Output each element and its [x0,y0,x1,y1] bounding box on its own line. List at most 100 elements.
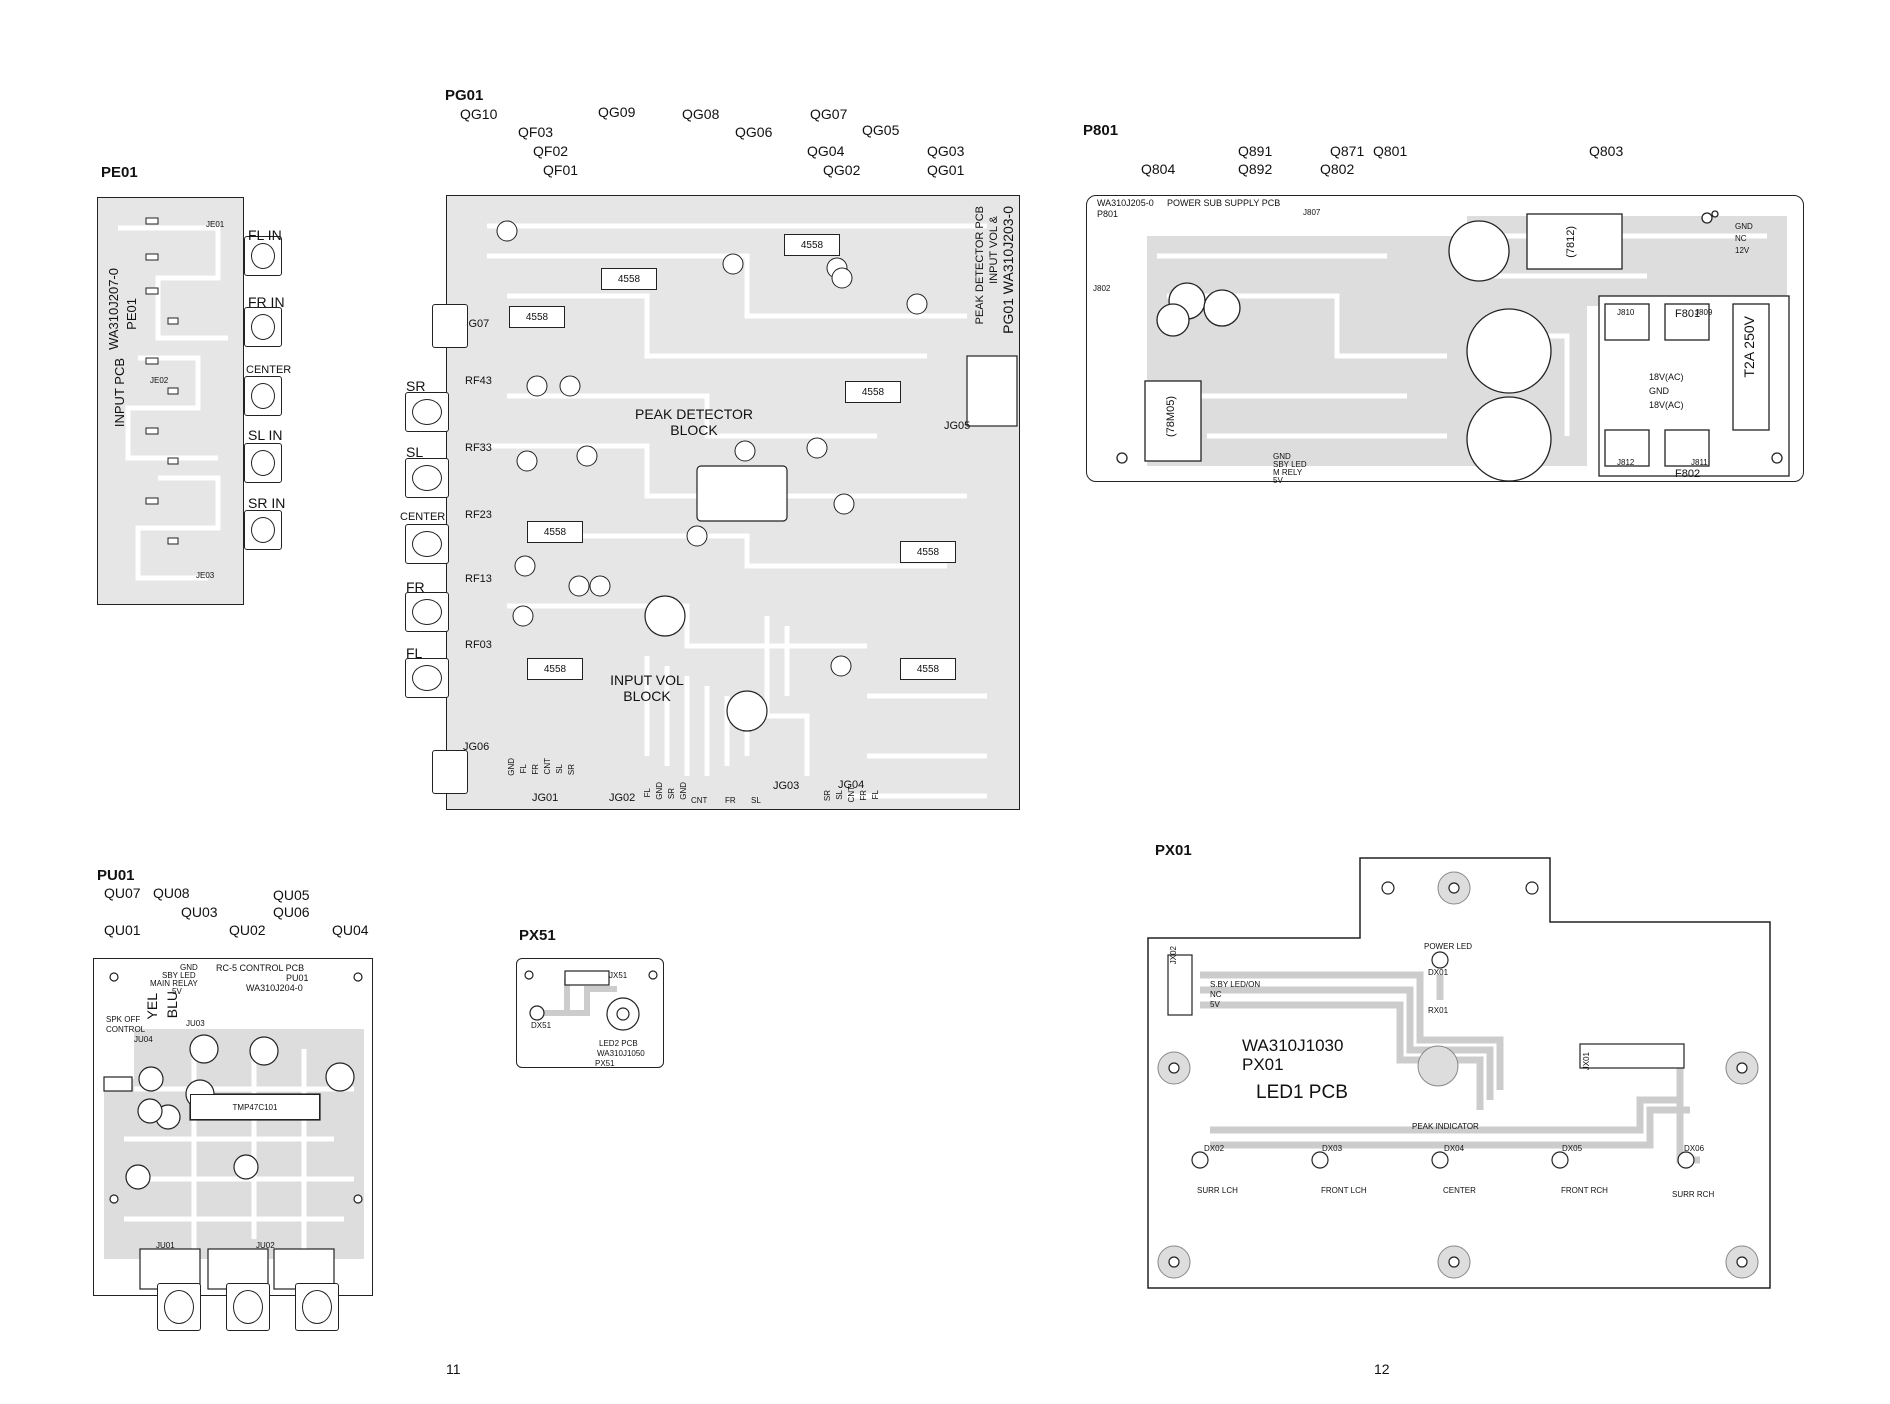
p801-relay-gnd: GND [1273,452,1291,461]
pu01-qu07: QU07 [104,885,141,901]
page-number-left: 11 [446,1361,461,1377]
px01-pcb-name: LED1 PCB [1256,1082,1348,1103]
pe01-jack-center [244,376,282,416]
pu01-qu06: QU06 [273,904,310,920]
pg01-ic-6: 4558 [900,541,956,563]
p801-fuse-rating: T2A 250V [1741,316,1757,378]
pu01-title: PU01 [97,867,135,884]
pe01-input-fr: FR IN [248,294,285,310]
pg01-ic-8: 4558 [900,658,956,680]
p801-connector-j802: J802 [1093,284,1111,293]
pg01-connector-rf43: RF43 [465,375,492,387]
pu01-qu02: QU02 [229,922,266,938]
pg01-connector-rf33: RF33 [465,442,492,454]
pg01-qg04: QG04 [807,143,845,159]
pg01-jg02-pin-cnt: CNT [691,796,708,805]
pe01-connector-je03: JE03 [196,571,215,580]
px01-led-dx04: DX04 [1444,1144,1465,1153]
pu01-wire-gnd: GND [180,963,198,972]
pg01-jg04-pin-cnt: CNT [847,786,856,803]
pg01-jg02-pin-gnd1: GND [655,782,664,800]
pg01-connector-jg03: JG03 [773,780,800,792]
px51-led: DX51 [531,1021,552,1030]
pg01-jack-fl [405,658,449,698]
pg01-jg02-pin-sr: SR [667,788,676,800]
p801-pin-12v: 12V [1735,246,1750,255]
p801-title: P801 [1083,122,1119,139]
pe01-input-sr: SR IN [248,495,286,511]
pu01-wire-5v: 5V [172,987,182,996]
pg01-ic-7: 4558 [527,658,583,680]
px01-part-no: WA310J1030 [1242,1036,1344,1055]
pg01-connector-jg07: JG07 [463,318,490,330]
pe01-connector-je01: JE01 [206,220,225,229]
pu01-color-blu: BLU [164,991,180,1019]
px01-peak-indicator: PEAK INDICATOR [1412,1122,1479,1131]
pg01-qg06: QG06 [735,124,773,140]
p801-board: WA310J205-0 P801 POWER SUB SUPPLY PCB T2… [1086,195,1804,485]
pg01-jg03-pin-fr: FR [725,796,736,805]
px01-led-dx05: DX05 [1562,1144,1583,1153]
px51-pcb-name: LED2 PCB [599,1039,638,1048]
pg01-pcb-name2: INPUT VOL & [988,216,1000,284]
pu01-color-yel: YEL [144,993,160,1020]
px01-label-surr-lch: SURR LCH [1197,1186,1238,1195]
p801-connector-j810: J810 [1617,308,1635,317]
px51-connector: JX51 [609,971,628,980]
pg01-input-sr: SR [406,378,426,394]
pg01-jg04-pin-sr: SR [823,790,832,802]
pg01-input-fl: FL [406,645,423,661]
pg01-jack-fr [405,592,449,632]
p801-relay-m: M RELY [1273,468,1303,477]
pg01-ic-1: 4558 [509,306,565,328]
pu01-qu08: QU08 [153,885,190,901]
pg01-qg07: QG07 [810,106,848,122]
pu01-qu03: QU03 [181,904,218,920]
pe01-input-center: CENTER [246,364,292,376]
pe01-board: WA310J207-0 INPUT PCB PE01 JE01 JE02 JE0… [97,197,244,605]
px01-led-dx02: DX02 [1204,1144,1225,1153]
p801-fuse-f801: F801 [1675,308,1701,320]
pu01-connector-ju04: JU04 [134,1035,153,1044]
pe01-jack-sr [244,510,282,550]
pg01-qf01: QF01 [543,162,579,178]
pg01-jg02-pin-gnd2: GND [679,782,688,800]
pg01-connector-jg04: JG04 [838,779,865,791]
pg01-qf03: QF03 [518,124,554,140]
pg01-jg03-pin-sl: SL [751,796,761,805]
pg01-qg05: QG05 [862,122,900,138]
pu01-pcb-name: RC-5 CONTROL PCB [216,963,305,973]
pg01-qg10: QG10 [460,106,498,122]
pg01-jg04-pin-sl: SL [835,790,844,800]
px51-part-no: WA310J1050 [597,1049,645,1058]
pg01-block-input-vol: INPUT VOL BLOCK [610,672,684,704]
pu01-rca-2 [226,1283,270,1331]
pe01-traces [118,217,228,581]
px01-connector-jx02: JX02 [1169,946,1178,965]
p801-q891: Q891 [1238,143,1273,159]
pg01-connector-jg06: JG06 [463,741,490,753]
pg01-qg09: QG09 [598,104,636,120]
pe01-board-id: PE01 [124,298,139,330]
pe01-jack-fr [244,307,282,347]
p801-reg-7812: (7812) [1565,226,1577,258]
px01-jx02-pin-nc: NC [1210,990,1222,999]
pu01-rca-3 [295,1283,339,1331]
pg01-jg01-pin-fl: FL [519,764,528,774]
pg01-ic-2: 4558 [601,268,657,290]
pu01-qu04: QU04 [332,922,369,938]
pg01-input-sl: SL [406,444,424,460]
pg01-jg06-jack [432,750,468,794]
p801-q802: Q802 [1320,161,1355,177]
p801-relay-5v: 5V [1273,476,1283,485]
px01-jx02-pin-5v: 5V [1210,1000,1220,1009]
pg01-connector-rf23: RF23 [465,509,492,521]
px01-dx01: DX01 [1428,968,1449,977]
px01-label-front-rch: FRONT RCH [1561,1186,1608,1195]
p801-ac-gnd: GND [1649,386,1669,396]
pe01-jack-sl [244,443,282,483]
p801-ac-2: 18V(AC) [1649,400,1684,410]
pg01-jg01-pin-cnt: CNT [543,758,552,775]
pu01-traces [103,972,364,1290]
pu01-jack-ju02: JU02 [256,1241,275,1250]
